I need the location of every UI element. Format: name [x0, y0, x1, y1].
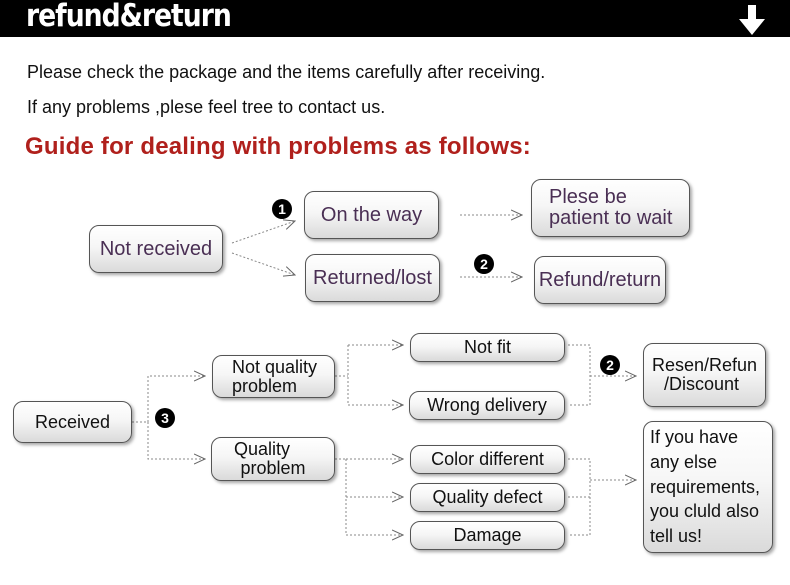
node-color-different: Color different [410, 445, 565, 474]
node-else-requirements: If you have any else requirements, you c… [643, 421, 773, 553]
node-not-fit: Not fit [410, 333, 565, 362]
node-else-line4: you cluld also [650, 501, 760, 522]
node-received: Received [13, 401, 132, 443]
step-badge-1: 1 [272, 199, 292, 219]
node-be-patient-line1: Plese be [549, 186, 627, 208]
node-refund-return-label: Refund/return [538, 268, 662, 291]
node-not-quality-line1: Not quality [232, 356, 318, 377]
node-else-line5: tell us! [650, 526, 703, 547]
node-damage-label: Damage [453, 525, 522, 546]
intro-line-2: If any problems ,plese feel tree to cont… [27, 97, 386, 117]
node-returned-lost-label: Returned/lost [313, 266, 432, 289]
guide-title: Guide for dealing with problems as follo… [25, 133, 531, 160]
node-quality-problem: Quality problem [211, 437, 335, 481]
header-title: refund&return [26, 0, 232, 34]
node-wrong-delivery: Wrong delivery [409, 391, 565, 420]
node-be-patient-line2: patient to wait [549, 207, 673, 229]
node-else-line1: If you have [650, 426, 739, 447]
node-on-the-way: On the way [304, 191, 439, 239]
node-not-received: Not received [89, 225, 223, 273]
node-quality-defect: Quality defect [410, 483, 565, 512]
node-quality-line2: problem [240, 458, 306, 478]
node-resend-line2: /Discount [664, 374, 740, 394]
node-be-patient: Plese be patient to wait [531, 179, 690, 237]
node-resend-refund-discount: Resen/Refun /Discount [643, 343, 766, 407]
node-not-received-label: Not received [99, 237, 213, 260]
node-not-fit-label: Not fit [463, 337, 511, 358]
node-wrong-delivery-label: Wrong delivery [427, 395, 547, 416]
node-not-quality-line2: problem [232, 375, 298, 396]
node-color-different-label: Color different [431, 449, 544, 470]
intro-line-1: Please check the package and the items c… [27, 62, 546, 82]
header-bar: refund&return [0, 0, 790, 37]
step-badge-2b: 2 [600, 355, 620, 375]
node-quality-defect-label: Quality defect [432, 487, 543, 508]
node-else-line3: requirements, [650, 476, 761, 497]
node-resend-line1: Resen/Refun [652, 355, 758, 376]
node-else-line2: any else [650, 451, 718, 472]
node-damage: Damage [410, 521, 565, 550]
node-refund-return: Refund/return [534, 256, 666, 304]
node-received-label: Received [34, 411, 111, 432]
node-on-the-way-label: On the way [320, 203, 423, 226]
node-quality-line1: Quality [233, 439, 291, 460]
down-arrow-icon [739, 5, 765, 35]
step-badge-3: 3 [155, 408, 175, 428]
node-returned-lost: Returned/lost [305, 254, 440, 302]
step-badge-2: 2 [474, 254, 494, 274]
node-not-quality-problem: Not quality problem [212, 355, 335, 398]
